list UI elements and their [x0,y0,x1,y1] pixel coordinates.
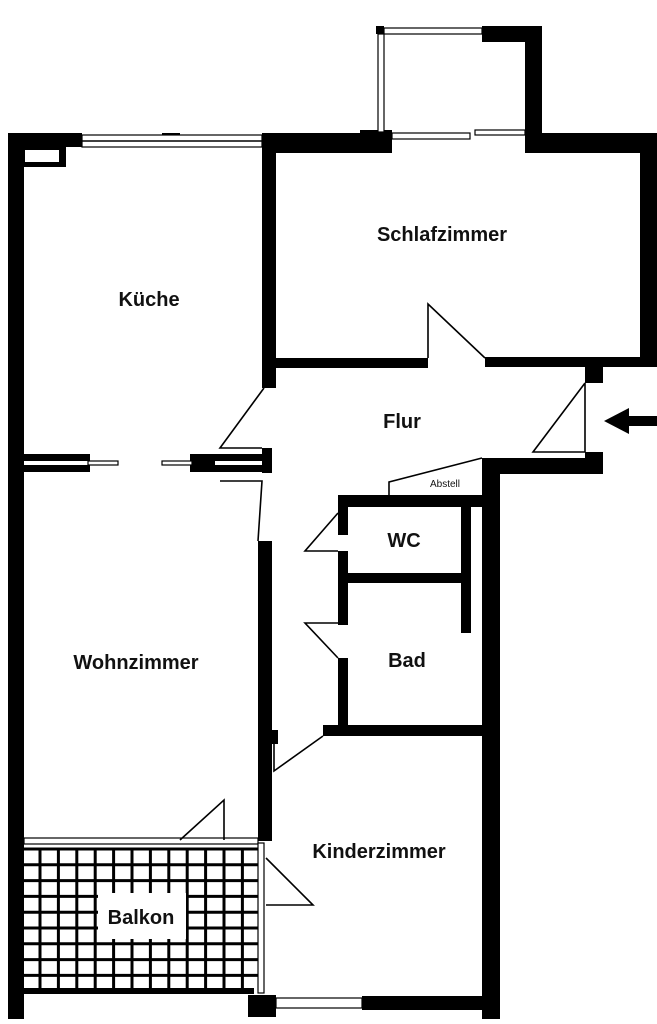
room-label-wohnzimmer: Wohnzimmer [73,652,198,674]
wall-balkon-bottom [24,988,254,994]
wall-right-lower [482,458,500,1019]
wall-partition-end [262,448,272,472]
kueche-corner-niche [25,150,59,162]
room-label-abstell: Abstell [430,479,460,490]
room-label-bad: Bad [388,650,426,672]
room-label-balkon: Balkon [108,907,175,929]
wall-schlafzimmer-right [640,133,657,367]
wall-flur-bottom-right [482,458,603,474]
wall-kueche-right [262,133,276,388]
partition-left-slot [24,461,88,465]
door-wohn-balkon [179,798,225,841]
window-kinder-bottom [275,997,363,1009]
wall-bad-left-bottom [338,658,348,728]
partition-right-slot [215,461,263,465]
room-label-kueche: Küche [118,289,179,311]
wall-wc-top [338,495,484,507]
balkon-label-bg [98,893,186,939]
window-schlaf-top [474,129,526,136]
arrow-left-icon [604,408,657,434]
wall-left-outer [8,133,24,1019]
door-wohnzimmer [220,480,263,542]
wall-bad-bottom [323,725,500,736]
wall-schlafzimmer-bottom-right [485,357,657,367]
window-erker-top [383,27,483,35]
doors [179,302,586,906]
window-balkon-door [23,837,259,845]
door-kinderzimmer [273,730,324,773]
abstell-outline [388,457,483,495]
wall-erker-top-right [482,26,542,42]
door-entrance [531,382,586,453]
wall-top-kueche [8,133,82,147]
wall-schlafzimmer-bottom-left [262,358,428,368]
wall-entry-top-stub [585,357,603,383]
door-wc [303,512,339,552]
wall-wc-left-top [338,495,348,535]
window-erker-bottom [391,132,471,140]
windows [23,27,526,1009]
wall-kinder-left-stub [268,730,278,744]
window-kinder-balkon [257,842,265,994]
door-bad [303,622,339,659]
wall-erker-bottom-left [360,130,392,152]
wall-top-schlafzimmer-left [262,133,392,153]
room-label-kinderzimmer: Kinderzimmer [312,841,446,863]
wall-wc-left-mid [338,551,348,625]
wall-wohnzimmer-right [258,541,272,841]
room-label-flur: Flur [383,411,421,433]
partition-glass-right [161,460,193,466]
wall-erker-right [525,26,542,153]
door-kinder-balkon [265,857,315,906]
walls [8,26,657,1019]
room-label-schlafzimmer: Schlafzimmer [377,224,507,246]
wall-top-schlafzimmer-right [525,133,641,153]
wall-wc-bad-divider [338,573,464,583]
window-erker-left [377,33,385,133]
wall-wc-right [461,505,471,633]
partition-glass-left [87,460,119,466]
door-schlafzimmer [427,302,486,359]
room-label-wc: WC [387,530,420,552]
wall-bottom-kinder-right [362,996,500,1010]
wall-erker-top-left [376,26,384,34]
door-kueche [218,387,265,449]
wall-bottom-kinder-left [248,995,276,1017]
